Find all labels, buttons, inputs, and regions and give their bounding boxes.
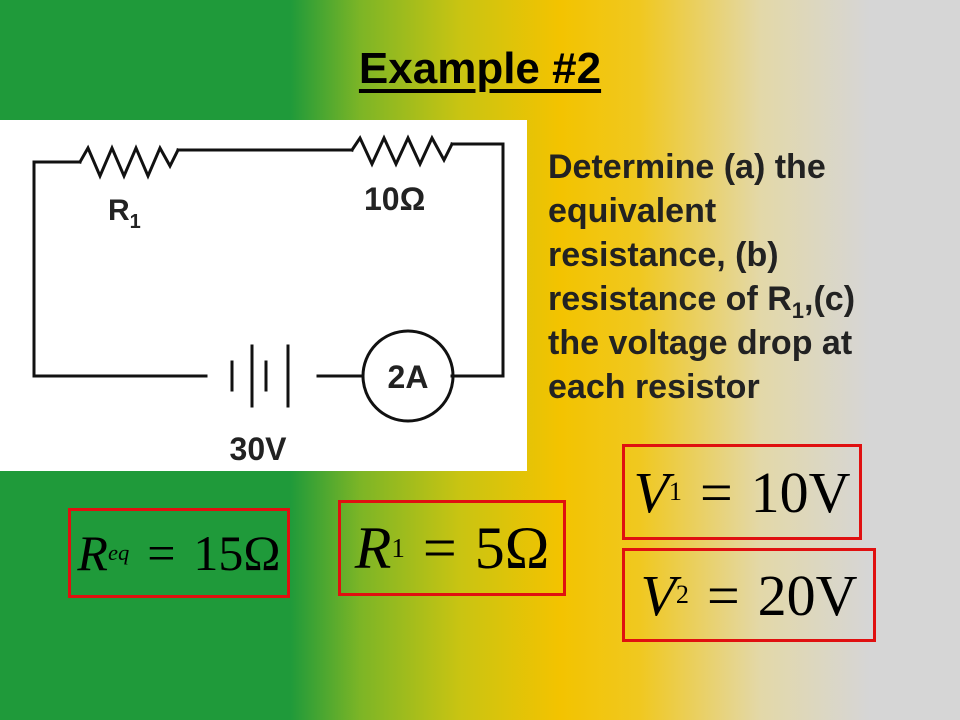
question-line: Determine (a) the [548, 148, 826, 186]
r1-label: R1 [108, 194, 141, 233]
resistor-r1 [77, 144, 181, 180]
question-text: Determine (a) the equivalent resistance,… [548, 145, 948, 409]
question-line: resistance, (b) [548, 236, 779, 274]
circuit-diagram: R1 10Ω 2A 30V [0, 120, 527, 471]
r2-label: 10Ω [364, 181, 425, 217]
wire-top-right [450, 142, 505, 378]
battery-label: 30V [230, 431, 288, 467]
question-line: each resistor [548, 368, 760, 406]
slide-title: Example #2 [358, 44, 602, 93]
circuit-svg: R1 10Ω 2A 30V [32, 134, 505, 467]
question-line: resistance of R1,(c) [548, 280, 856, 323]
question-line: equivalent [548, 192, 717, 230]
question-line: the voltage drop at [548, 324, 853, 362]
ammeter-label: 2A [388, 359, 429, 395]
resistor-r2 [349, 134, 455, 168]
